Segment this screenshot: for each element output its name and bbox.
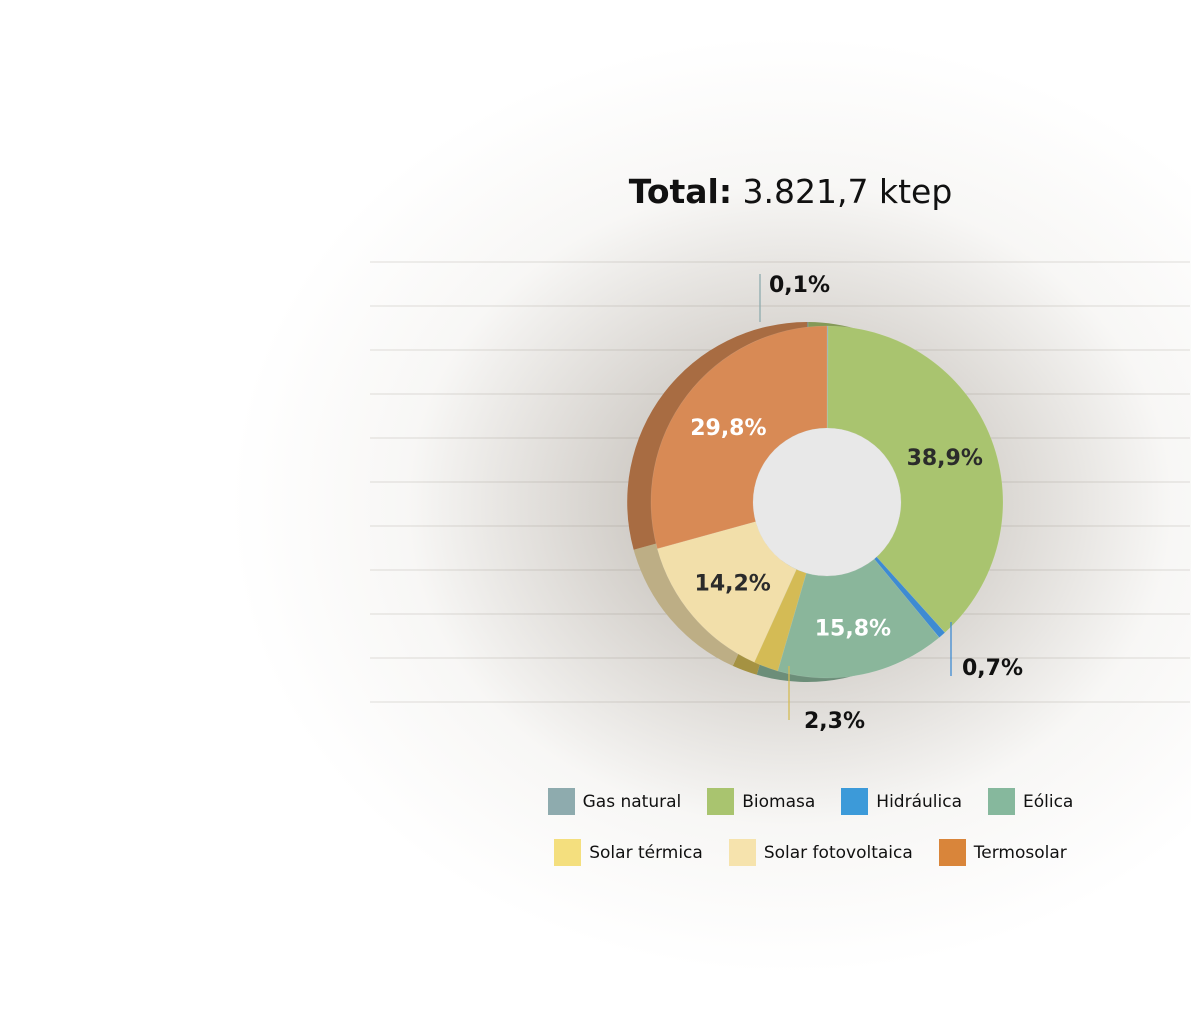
data-label: 0,7% bbox=[962, 656, 1023, 681]
legend-label: Hidráulica bbox=[876, 791, 962, 812]
chart-title: Total: 3.821,7 ktep bbox=[0, 172, 1191, 211]
legend-label: Eólica bbox=[1023, 791, 1074, 812]
legend-swatch bbox=[938, 839, 966, 866]
legend-swatch bbox=[728, 839, 756, 866]
legend-row-2: Solar térmica Solar fotovoltaica Termoso… bbox=[0, 839, 1191, 866]
data-label: 15,8% bbox=[815, 616, 891, 641]
legend-label: Solar térmica bbox=[589, 842, 703, 863]
legend-label: Biomasa bbox=[742, 791, 816, 812]
legend-item-termosolar: Termosolar bbox=[938, 839, 1067, 866]
donut-face bbox=[650, 325, 1004, 679]
data-label: 14,2% bbox=[695, 572, 771, 597]
legend-swatch bbox=[547, 788, 575, 815]
data-label: 38,9% bbox=[907, 446, 983, 471]
donut-hole bbox=[753, 428, 901, 576]
slice-solar-fotovoltaica bbox=[656, 521, 797, 663]
legend-label: Solar fotovoltaica bbox=[763, 842, 913, 863]
legend-item-hidraulica: Hidráulica bbox=[841, 788, 962, 815]
data-label: 2,3% bbox=[804, 709, 865, 734]
legend-item-solar-fotovoltaica: Solar fotovoltaica bbox=[728, 839, 913, 866]
data-label: 0,1% bbox=[769, 273, 830, 298]
legend-item-biomasa: Biomasa bbox=[707, 788, 815, 815]
legend-label: Termosolar bbox=[973, 842, 1067, 863]
chart-title-bold: Total: bbox=[628, 172, 733, 211]
legend-label: Gas natural bbox=[582, 791, 682, 812]
legend-swatch bbox=[707, 788, 735, 815]
data-label: 29,8% bbox=[690, 416, 766, 441]
legend-swatch bbox=[988, 788, 1015, 815]
legend-item-eolica: Eólica bbox=[988, 788, 1073, 815]
legend-item-solar-termica: Solar térmica bbox=[554, 839, 703, 866]
legend-row-1: Gas natural Biomasa Hidráulica Eólica bbox=[0, 788, 1191, 815]
legend-swatch bbox=[841, 788, 869, 815]
legend-swatch bbox=[554, 839, 582, 866]
legend-item-gas-natural: Gas natural bbox=[547, 788, 682, 815]
chart-title-value: 3.821,7 ktep bbox=[742, 172, 953, 211]
